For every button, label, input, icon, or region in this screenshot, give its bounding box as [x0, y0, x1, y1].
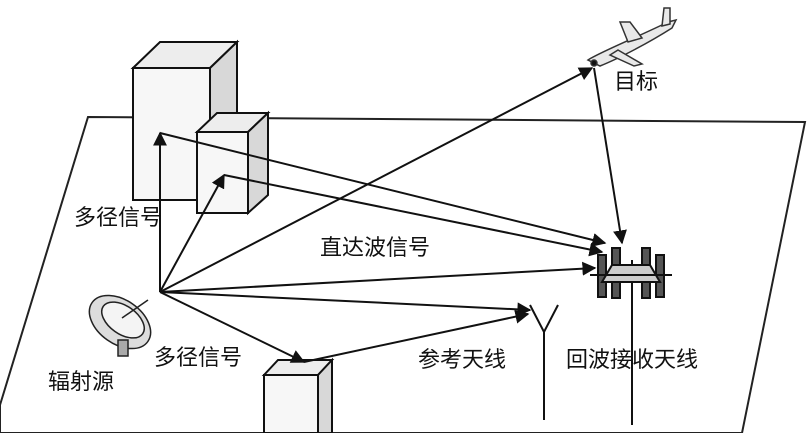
- ground-plane: [0, 115, 807, 433]
- path-source-direct-to-echo: [159, 261, 597, 293]
- label-direct-signal: 直达波信号: [320, 236, 431, 261]
- path-source-to-lower-building: [159, 291, 306, 363]
- path-source-to-reference-antenna: [159, 291, 532, 317]
- radiation-source-dish-icon: [88, 294, 152, 357]
- path-short-building-to-echo: [223, 174, 604, 257]
- reference-antenna-icon: [529, 304, 559, 420]
- echo-receiving-antenna-icon: [590, 247, 672, 425]
- label-multipath-lower: 多径信号: [154, 346, 243, 371]
- building-short: [194, 110, 271, 216]
- building-lower: [261, 357, 335, 433]
- label-radiation-source: 辐射源: [48, 370, 115, 395]
- label-echo-antenna: 回波接收天线: [566, 348, 699, 373]
- airplane-target-icon: [586, 7, 678, 67]
- label-reference-antenna: 参考天线: [418, 348, 507, 373]
- path-target-to-echo-antenna: [593, 67, 627, 245]
- label-target: 目标: [614, 70, 659, 95]
- path-lower-building-to-reference: [303, 309, 530, 363]
- signal-paths: [153, 67, 627, 363]
- path-source-to-short-building: [159, 173, 225, 293]
- path-tall-building-to-echo: [159, 132, 607, 247]
- label-multipath-upper: 多径信号: [74, 206, 163, 231]
- path-source-to-target: [159, 67, 594, 293]
